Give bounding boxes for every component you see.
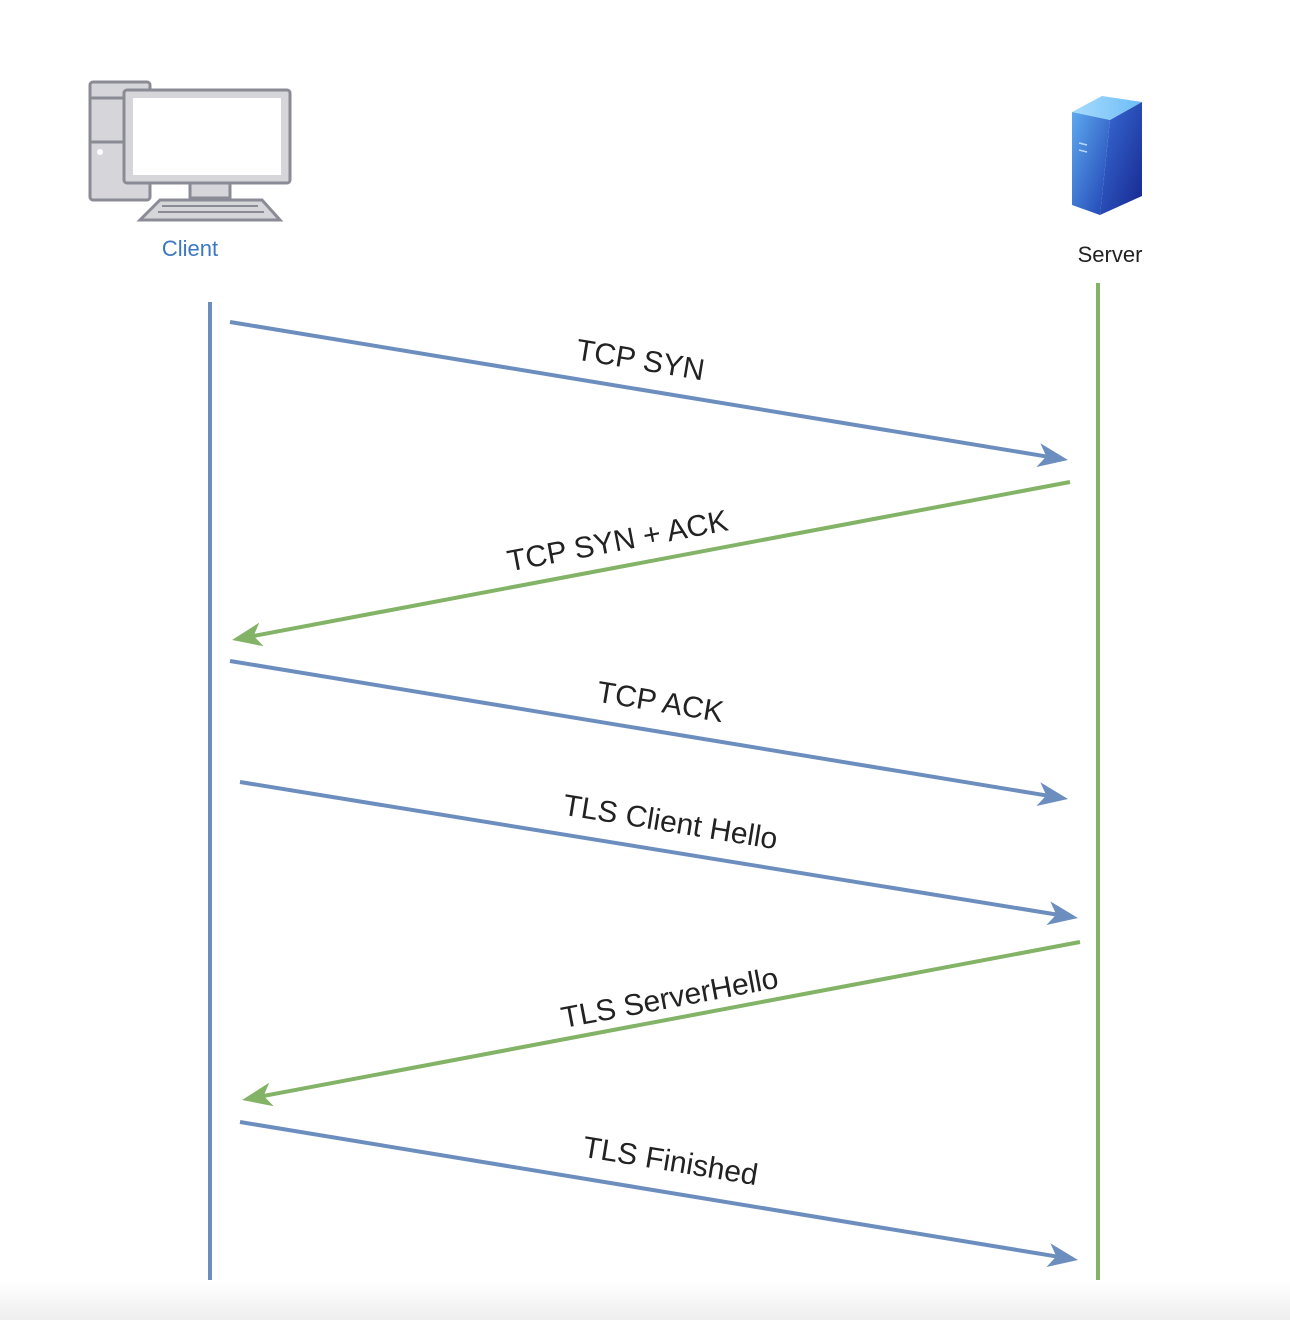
message-label: TCP ACK <box>595 676 726 729</box>
server-label: Server <box>1078 242 1143 267</box>
client-label: Client <box>162 236 218 261</box>
message-1: TCP SYN <box>229 320 1068 467</box>
message-6: TLS Finished <box>239 1120 1078 1267</box>
message-arrow-line <box>239 1120 1057 1259</box>
message-label: TLS Client Hello <box>561 789 780 856</box>
message-arrow-line <box>263 940 1081 1098</box>
bottom-edge <box>0 1282 1290 1320</box>
message-5: TLS ServerHello <box>242 940 1081 1107</box>
desktop-computer-icon <box>88 80 292 222</box>
message-arrow-line <box>253 480 1071 638</box>
message-arrow-line <box>229 320 1047 459</box>
server-tower-icon <box>1072 96 1142 215</box>
message-arrow-line <box>239 780 1057 917</box>
message-arrowhead <box>1046 901 1078 926</box>
message-arrowhead <box>1036 782 1068 806</box>
message-arrowhead <box>242 1082 274 1107</box>
message-arrowhead <box>1046 1243 1078 1267</box>
message-arrowhead <box>232 622 264 647</box>
message-label: TCP SYN <box>574 334 707 388</box>
message-4: TLS Client Hello <box>239 780 1078 926</box>
message-arrow-line <box>229 659 1047 798</box>
messages: TCP SYN TCP SYN + ACK TCP ACK TLS Client He… <box>229 320 1081 1267</box>
message-3: TCP ACK <box>229 659 1068 806</box>
message-label: TLS ServerHello <box>559 962 781 1035</box>
message-arrowhead <box>1036 443 1068 467</box>
message-2: TCP SYN + ACK <box>232 480 1071 647</box>
